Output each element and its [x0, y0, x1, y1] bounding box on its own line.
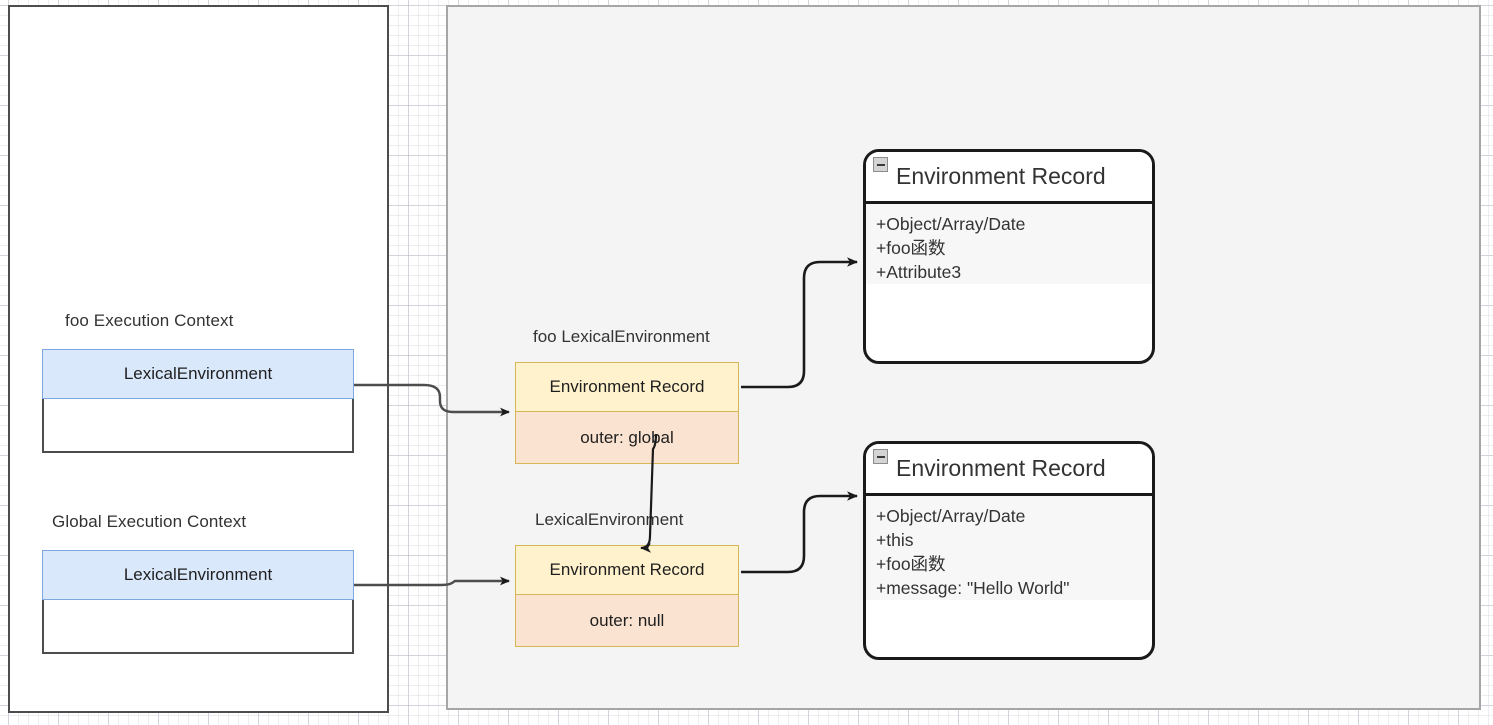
global-execution-context-label: Global Execution Context [52, 512, 247, 531]
global-environment-record-cell[interactable]: Environment Record [515, 545, 739, 595]
global-execution-context-empty-cell [42, 600, 354, 654]
foo-execution-context-frame[interactable]: LexicalEnvironment [42, 349, 354, 453]
environment-record-box-global[interactable]: Environment Record +Object/Array/Date +t… [863, 441, 1155, 660]
attribute-row: +this [876, 530, 914, 550]
global-lexical-environment-cell[interactable]: LexicalEnvironment [42, 550, 354, 600]
environment-record-header-global: Environment Record [866, 444, 1152, 496]
foo-execution-context-label: foo Execution Context [65, 311, 234, 330]
attribute-row: +message: "Hello World" [876, 578, 1070, 598]
environment-record-header-foo: Environment Record [866, 152, 1152, 204]
environment-record-attributes-global: +Object/Array/Date +this +foo函数 +message… [866, 496, 1152, 600]
global-lexical-environment-label: LexicalEnvironment [535, 510, 684, 529]
global-execution-context-frame[interactable]: LexicalEnvironment [42, 550, 354, 654]
environment-record-title-foo: Environment Record [896, 163, 1106, 189]
minus-icon[interactable] [873, 449, 888, 464]
foo-environment-record-cell[interactable]: Environment Record [515, 362, 739, 412]
global-lexical-environment-card[interactable]: Environment Record outer: null [515, 545, 739, 647]
environment-record-box-foo[interactable]: Environment Record +Object/Array/Date +f… [863, 149, 1155, 364]
attribute-row: +foo函数 [876, 238, 946, 258]
global-outer-cell[interactable]: outer: null [515, 595, 739, 647]
foo-outer-cell[interactable]: outer: global [515, 412, 739, 464]
foo-lexical-environment-cell[interactable]: LexicalEnvironment [42, 349, 354, 399]
foo-lexical-environment-card[interactable]: Environment Record outer: global [515, 362, 739, 464]
foo-lexical-environment-label: foo LexicalEnvironment [533, 327, 710, 346]
attribute-row: +Attribute3 [876, 262, 962, 282]
attribute-row: +Object/Array/Date [876, 506, 1026, 526]
attribute-row: +Object/Array/Date [876, 214, 1026, 234]
attribute-row: +foo函数 [876, 554, 946, 574]
foo-execution-context-empty-cell [42, 399, 354, 453]
environment-record-attributes-foo: +Object/Array/Date +foo函数 +Attribute3 [866, 204, 1152, 284]
minus-icon[interactable] [873, 157, 888, 172]
environment-record-title-global: Environment Record [896, 455, 1106, 481]
